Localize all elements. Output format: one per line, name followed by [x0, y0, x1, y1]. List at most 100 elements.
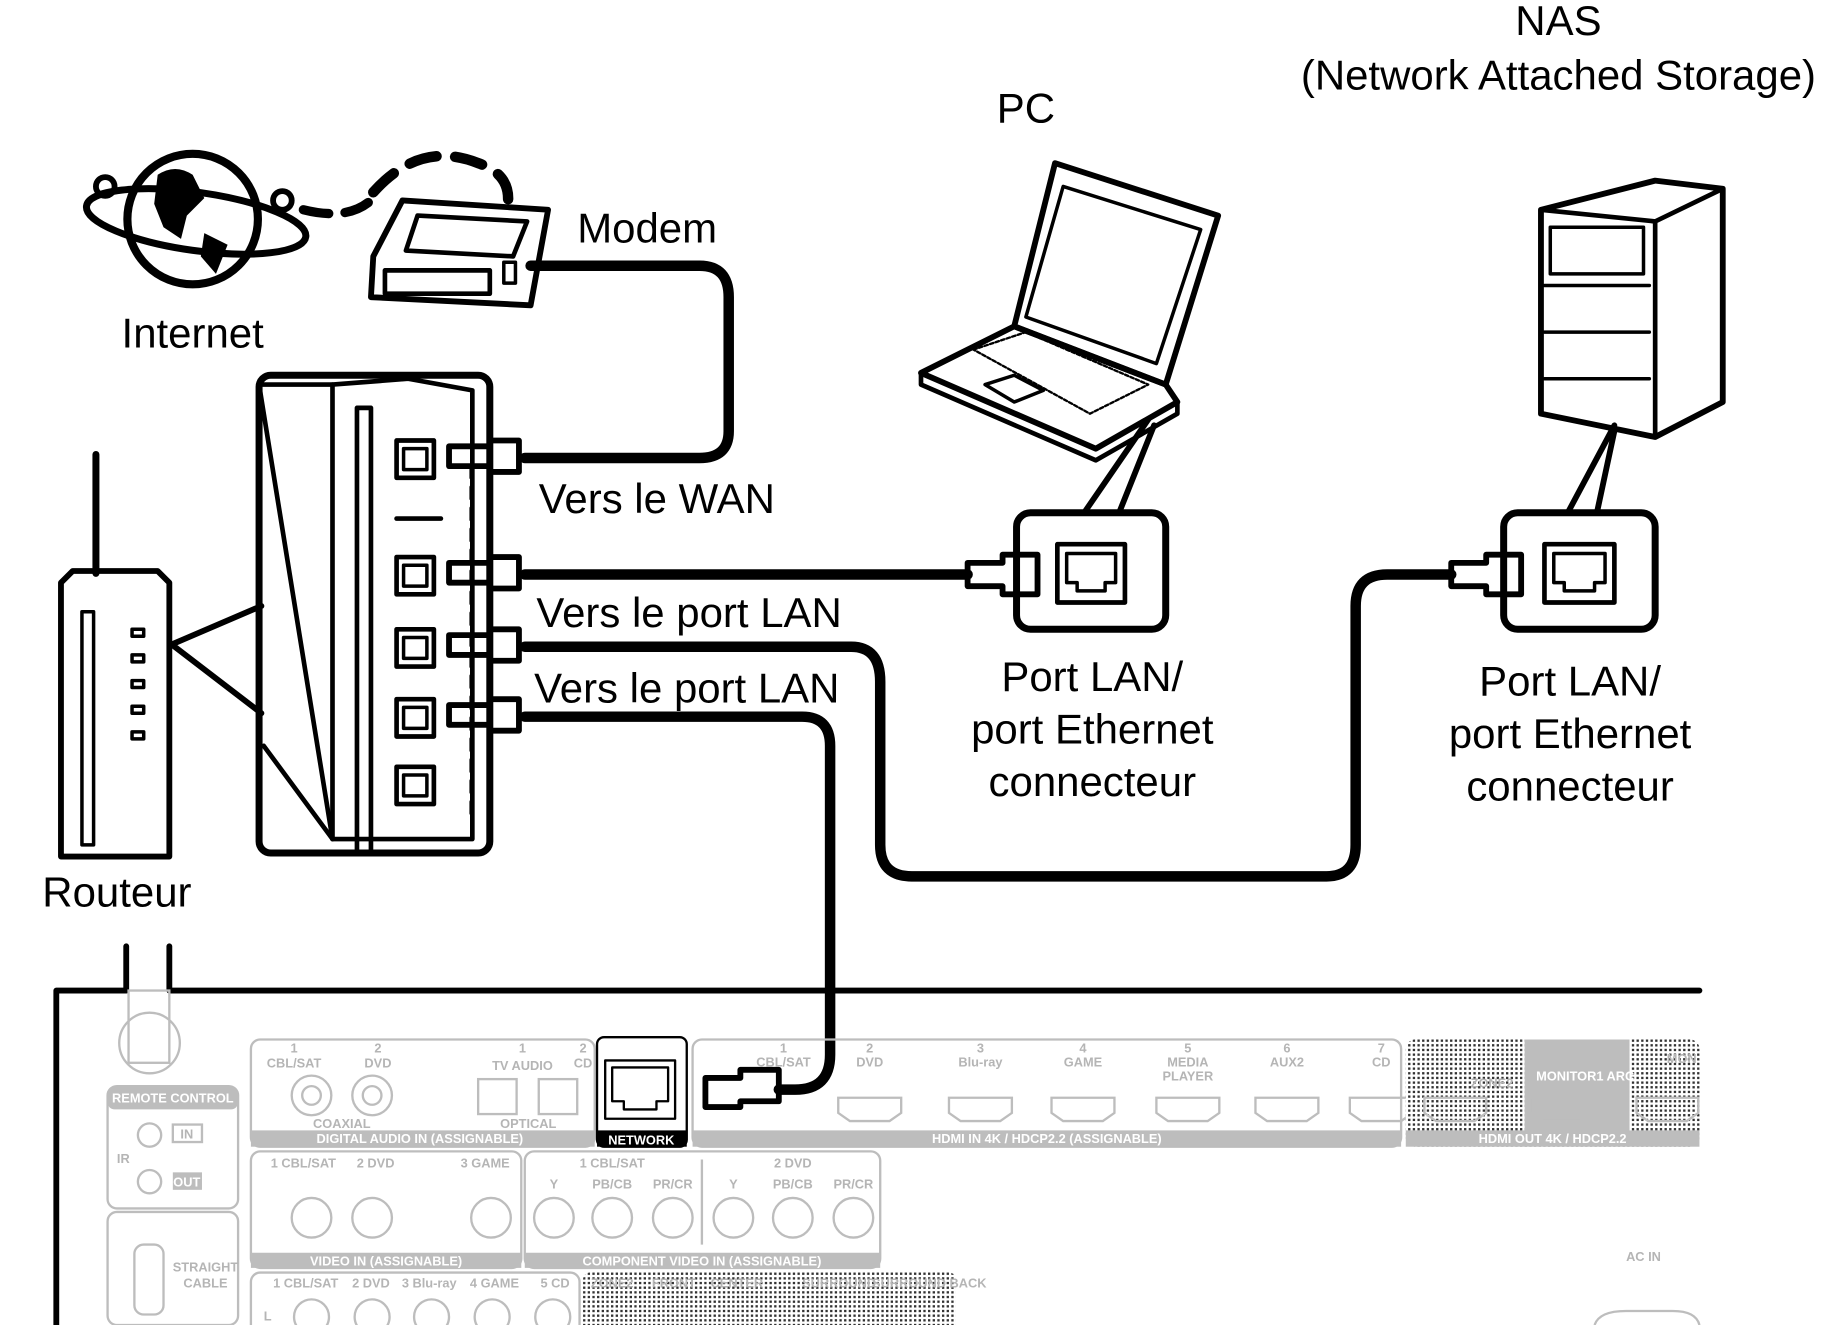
hdmi-port-icon [1254, 1096, 1320, 1123]
nas-port-label-line2: port Ethernet [1449, 710, 1692, 757]
hdmi-in-label: HDMI IN 4K / HDCP2.2 (ASSIGNABLE) [932, 1131, 1162, 1146]
hdmi-port-icon [1348, 1096, 1414, 1123]
hdmi-in-label: 1 [780, 1040, 787, 1055]
hdmi-in-label: Blu-ray [958, 1054, 1003, 1069]
svg-text:SURROUND BACK: SURROUND BACK [872, 1276, 987, 1291]
hdmi-port-icon [1155, 1096, 1221, 1123]
ac-in-label: AC IN [1626, 1249, 1661, 1264]
hdmi-in-label: MEDIA [1167, 1054, 1208, 1069]
svg-text:MON: MON [1667, 1051, 1697, 1066]
ethernet-jack-icon [1542, 541, 1617, 605]
svg-text:1 CBL/SAT: 1 CBL/SAT [271, 1156, 336, 1171]
ir-out-label: OUT [173, 1174, 200, 1189]
rs232-port-icon [133, 1243, 165, 1316]
nas-port-label-line3: connecteur [1466, 763, 1674, 810]
rj45-plug-icon [1448, 551, 1525, 598]
router-ports-panel [255, 371, 522, 857]
svg-text:1 CBL/SAT: 1 CBL/SAT [580, 1156, 645, 1171]
remote-control-label: REMOTE CONTROL [112, 1090, 234, 1105]
svg-text:2: 2 [374, 1040, 381, 1055]
nas-title: NAS [1515, 0, 1601, 44]
svg-text:CD: CD [574, 1055, 592, 1070]
digital-audio-label: DIGITAL AUDIO IN (ASSIGNABLE) [317, 1131, 524, 1146]
rj45-plug-icon [446, 437, 522, 734]
nas-callout [1564, 422, 1618, 516]
hdmi-in-label: CD [1372, 1054, 1390, 1069]
video-in-label: VIDEO IN (ASSIGNABLE) [310, 1254, 462, 1269]
svg-text:CBL/SAT: CBL/SAT [267, 1055, 322, 1070]
hdmi-out-monitor1: MONITOR1 ARC [1536, 1068, 1634, 1083]
hdmi-in-label: GAME [1064, 1054, 1103, 1069]
hdmi-in-label: 4 [1079, 1040, 1087, 1055]
rj45-plug-icon [964, 551, 1041, 598]
svg-text:2 DVD: 2 DVD [357, 1156, 395, 1171]
svg-text:2 DVD: 2 DVD [352, 1276, 390, 1291]
svg-text:PB/CB: PB/CB [592, 1177, 632, 1192]
svg-text:2 DVD: 2 DVD [774, 1156, 812, 1171]
svg-text:5 CD: 5 CD [540, 1276, 569, 1291]
modem-icon [368, 197, 551, 309]
svg-text:2: 2 [579, 1040, 586, 1055]
to-wan-label: Vers le WAN [539, 475, 775, 522]
svg-text:PR/CR: PR/CR [653, 1177, 693, 1192]
svg-text:DVD: DVD [364, 1055, 391, 1070]
svg-text:TV AUDIO: TV AUDIO [492, 1058, 553, 1073]
ethernet-port-icon [394, 438, 437, 807]
internet-globe-icon [82, 149, 378, 289]
pc-callout [1081, 416, 1157, 516]
svg-text:COAXIAL: COAXIAL [313, 1116, 371, 1131]
cables [519, 260, 1457, 1095]
wan-cable [519, 260, 734, 464]
hdmi-port-icon [837, 1096, 903, 1123]
svg-text:OPTICAL: OPTICAL [500, 1116, 556, 1131]
pc-label: PC [997, 84, 1055, 131]
nas-tower-icon [1538, 177, 1726, 440]
network-port-label: NETWORK [608, 1132, 675, 1147]
network-jack-icon [611, 1066, 670, 1111]
hdmi-out-label: HDMI OUT 4K / HDCP2.2 [1479, 1131, 1627, 1146]
hdmi-out-zone2: ZONE2 [1471, 1075, 1514, 1090]
hdmi-in-label: AUX2 [1270, 1054, 1304, 1069]
nas-port-label-line1: Port LAN/ [1479, 658, 1661, 705]
straight-cable-label: STRAIGHT [173, 1259, 239, 1274]
svg-text:Y: Y [550, 1177, 559, 1192]
hdmi-in-label: 3 [977, 1040, 984, 1055]
nas-subtitle: (Network Attached Storage) [1301, 52, 1816, 99]
hdmi-in-label: 7 [1378, 1040, 1385, 1055]
hdmi-in-label: PLAYER [1162, 1068, 1213, 1083]
svg-text:PB/CB: PB/CB [773, 1177, 813, 1192]
hdmi-in-label: 2 [866, 1040, 873, 1055]
svg-text:CENTER: CENTER [711, 1276, 764, 1291]
svg-text:CABLE: CABLE [183, 1276, 228, 1291]
router-icon [58, 450, 265, 860]
svg-text:ZONE2: ZONE2 [591, 1276, 634, 1291]
pc-port-label-line1: Port LAN/ [1001, 653, 1183, 700]
to-lan-label-2: Vers le port LAN [534, 665, 839, 712]
nas-lan-cable [519, 569, 1457, 882]
rj45-plug-icon [702, 1066, 782, 1110]
svg-text:3 Blu-ray: 3 Blu-ray [402, 1276, 458, 1291]
svg-text:3 GAME: 3 GAME [461, 1156, 511, 1171]
svg-text:L: L [264, 1308, 272, 1323]
pc-lan-port-callout [964, 509, 1170, 633]
svg-text:Y: Y [729, 1177, 738, 1192]
svg-text:PR/CR: PR/CR [833, 1177, 873, 1192]
laptop-icon [918, 160, 1222, 463]
receiver-rear-panel: REMOTE CONTROL IN OUT IR STRAIGHT CABLE … [53, 943, 1703, 1325]
hdmi-in-label: CBL/SAT [756, 1054, 811, 1069]
component-video-label: COMPONENT VIDEO IN (ASSIGNABLE) [582, 1254, 821, 1269]
internet-label: Internet [122, 309, 265, 356]
router-label: Routeur [42, 869, 191, 916]
hdmi-in-label: 5 [1184, 1040, 1191, 1055]
hdmi-in-port-7: 7CD [1348, 1040, 1414, 1123]
ir-in-label: IN [180, 1127, 193, 1142]
ir-label: IR [117, 1151, 130, 1166]
hdmi-port-icon [947, 1096, 1014, 1123]
svg-text:1 CBL/SAT: 1 CBL/SAT [273, 1276, 338, 1291]
to-lan-label-1: Vers le port LAN [536, 589, 841, 636]
hdmi-port-icon [1050, 1096, 1116, 1123]
pc-port-label-line2: port Ethernet [971, 705, 1214, 752]
